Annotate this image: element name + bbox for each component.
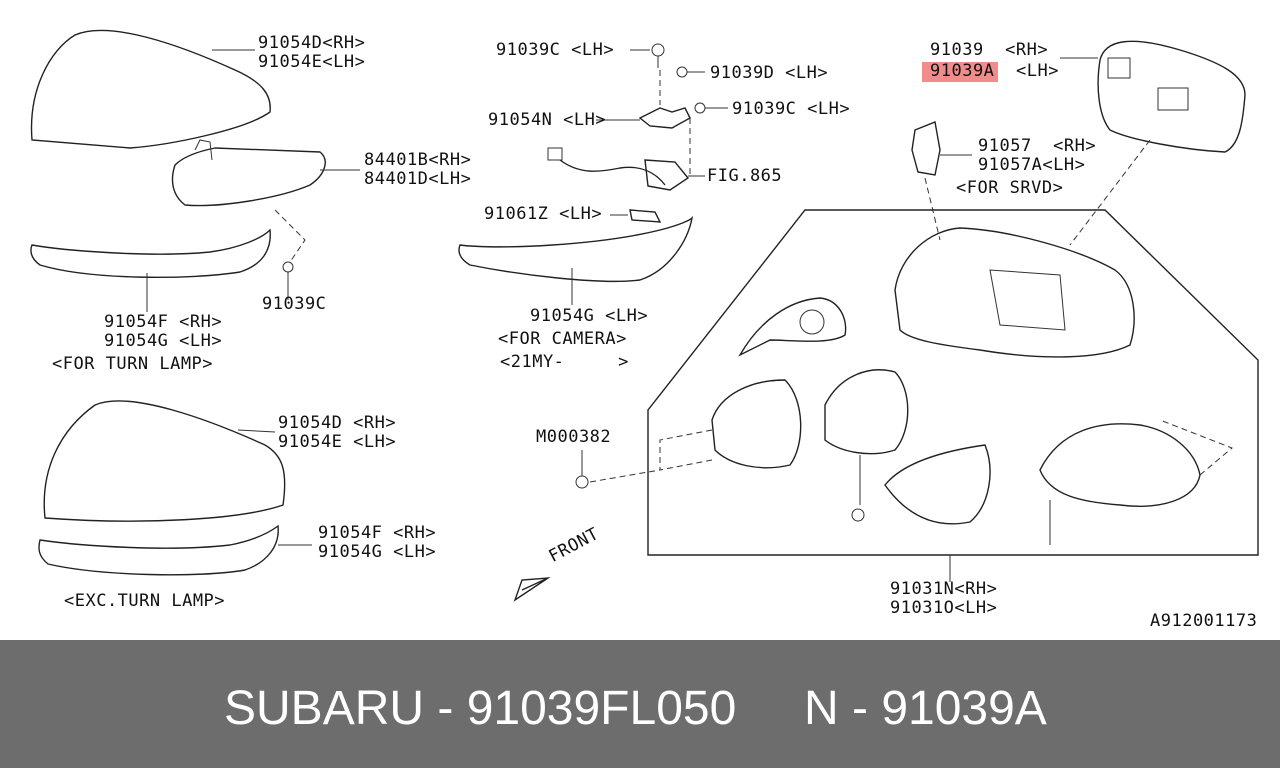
turn-lamp [171,147,326,207]
motor [824,369,909,455]
label-91054f-rh-2: 91054F <RH> [318,523,437,543]
label-91054g-lh: 91054G <LH> [104,331,223,351]
label-91031n-rh: 91031N<RH> [890,579,998,599]
label-91031o-lh: 91031O<LH> [890,598,998,618]
mirror-housing [894,227,1135,358]
trim-turn [30,228,271,279]
label-84401d-lh: 84401D<LH> [364,169,472,189]
cover-piece [738,297,847,357]
mirror-glass [1097,40,1246,153]
assembly-frame [647,209,1259,556]
label-91057-rh: 91057 <RH> [978,136,1097,156]
label-91054n-lh: 91054N <LH> [488,110,607,130]
mirror-cover-bottom [43,400,286,522]
label-m000382: M000382 [536,427,612,447]
trim-exc [38,524,279,576]
label-exc-turn-lamp: <EXC.TURN LAMP> [64,591,226,611]
label-for-srvd: <FOR SRVD> [956,178,1064,198]
diagram-lines [30,29,1259,602]
label-91054f-rh: 91054F <RH> [104,312,223,332]
label-91039c: 91039C [262,294,327,314]
label-91054d-rh-2: 91054D <RH> [278,413,397,433]
label-91039c-lh-2: 91039C <LH> [732,99,851,119]
mirror-cover-top [30,29,271,149]
label-91039c-lh: 91039C <LH> [496,40,615,60]
harness [559,159,666,186]
trim-camera [458,215,694,282]
mirror-base [711,379,802,469]
label-21my: <21MY- > [500,352,629,372]
label-91039a-lh: <LH> [1016,61,1059,81]
label-84401b-rh: 84401B<RH> [364,150,472,170]
footer-item-code: N - 91039A [804,682,1047,735]
camera-bracket [629,209,662,223]
label-diagram-id: A912001173 [1150,611,1258,631]
footer-bar [0,640,1280,768]
label-91039-rh: 91039 <RH> [930,40,1049,60]
label-91054e-lh-2: 91054E <LH> [278,432,397,452]
label-91054d-rh: 91054D<RH> [258,33,366,53]
label-fig-865: FIG.865 [707,166,783,186]
label-for-camera: <FOR CAMERA> [498,329,627,349]
bracket [638,107,691,129]
front-arrow [513,577,551,602]
parts-diagram: 91054D<RH> 91054E<LH> 84401B<RH> 84401D<… [30,29,1259,631]
label-91061z-lh: 91061Z <LH> [484,204,603,224]
label-91054g-lh-2: 91054G <LH> [318,542,437,562]
footer-part-number: SUBARU - 91039FL050 [224,682,737,735]
label-91039a-highlighted: 91039A [922,62,999,82]
wiring-harness [1039,423,1201,507]
label-91054g-lh-camera: 91054G <LH> [530,306,649,326]
srvd-unit [911,121,941,176]
label-91057a-lh: 91057A<LH> [978,155,1086,175]
lower-cover [884,444,991,525]
label-for-turn-lamp: <FOR TURN LAMP> [52,354,214,374]
label-91054e-lh: 91054E<LH> [258,52,366,72]
label-91039d-lh: 91039D <LH> [710,63,829,83]
